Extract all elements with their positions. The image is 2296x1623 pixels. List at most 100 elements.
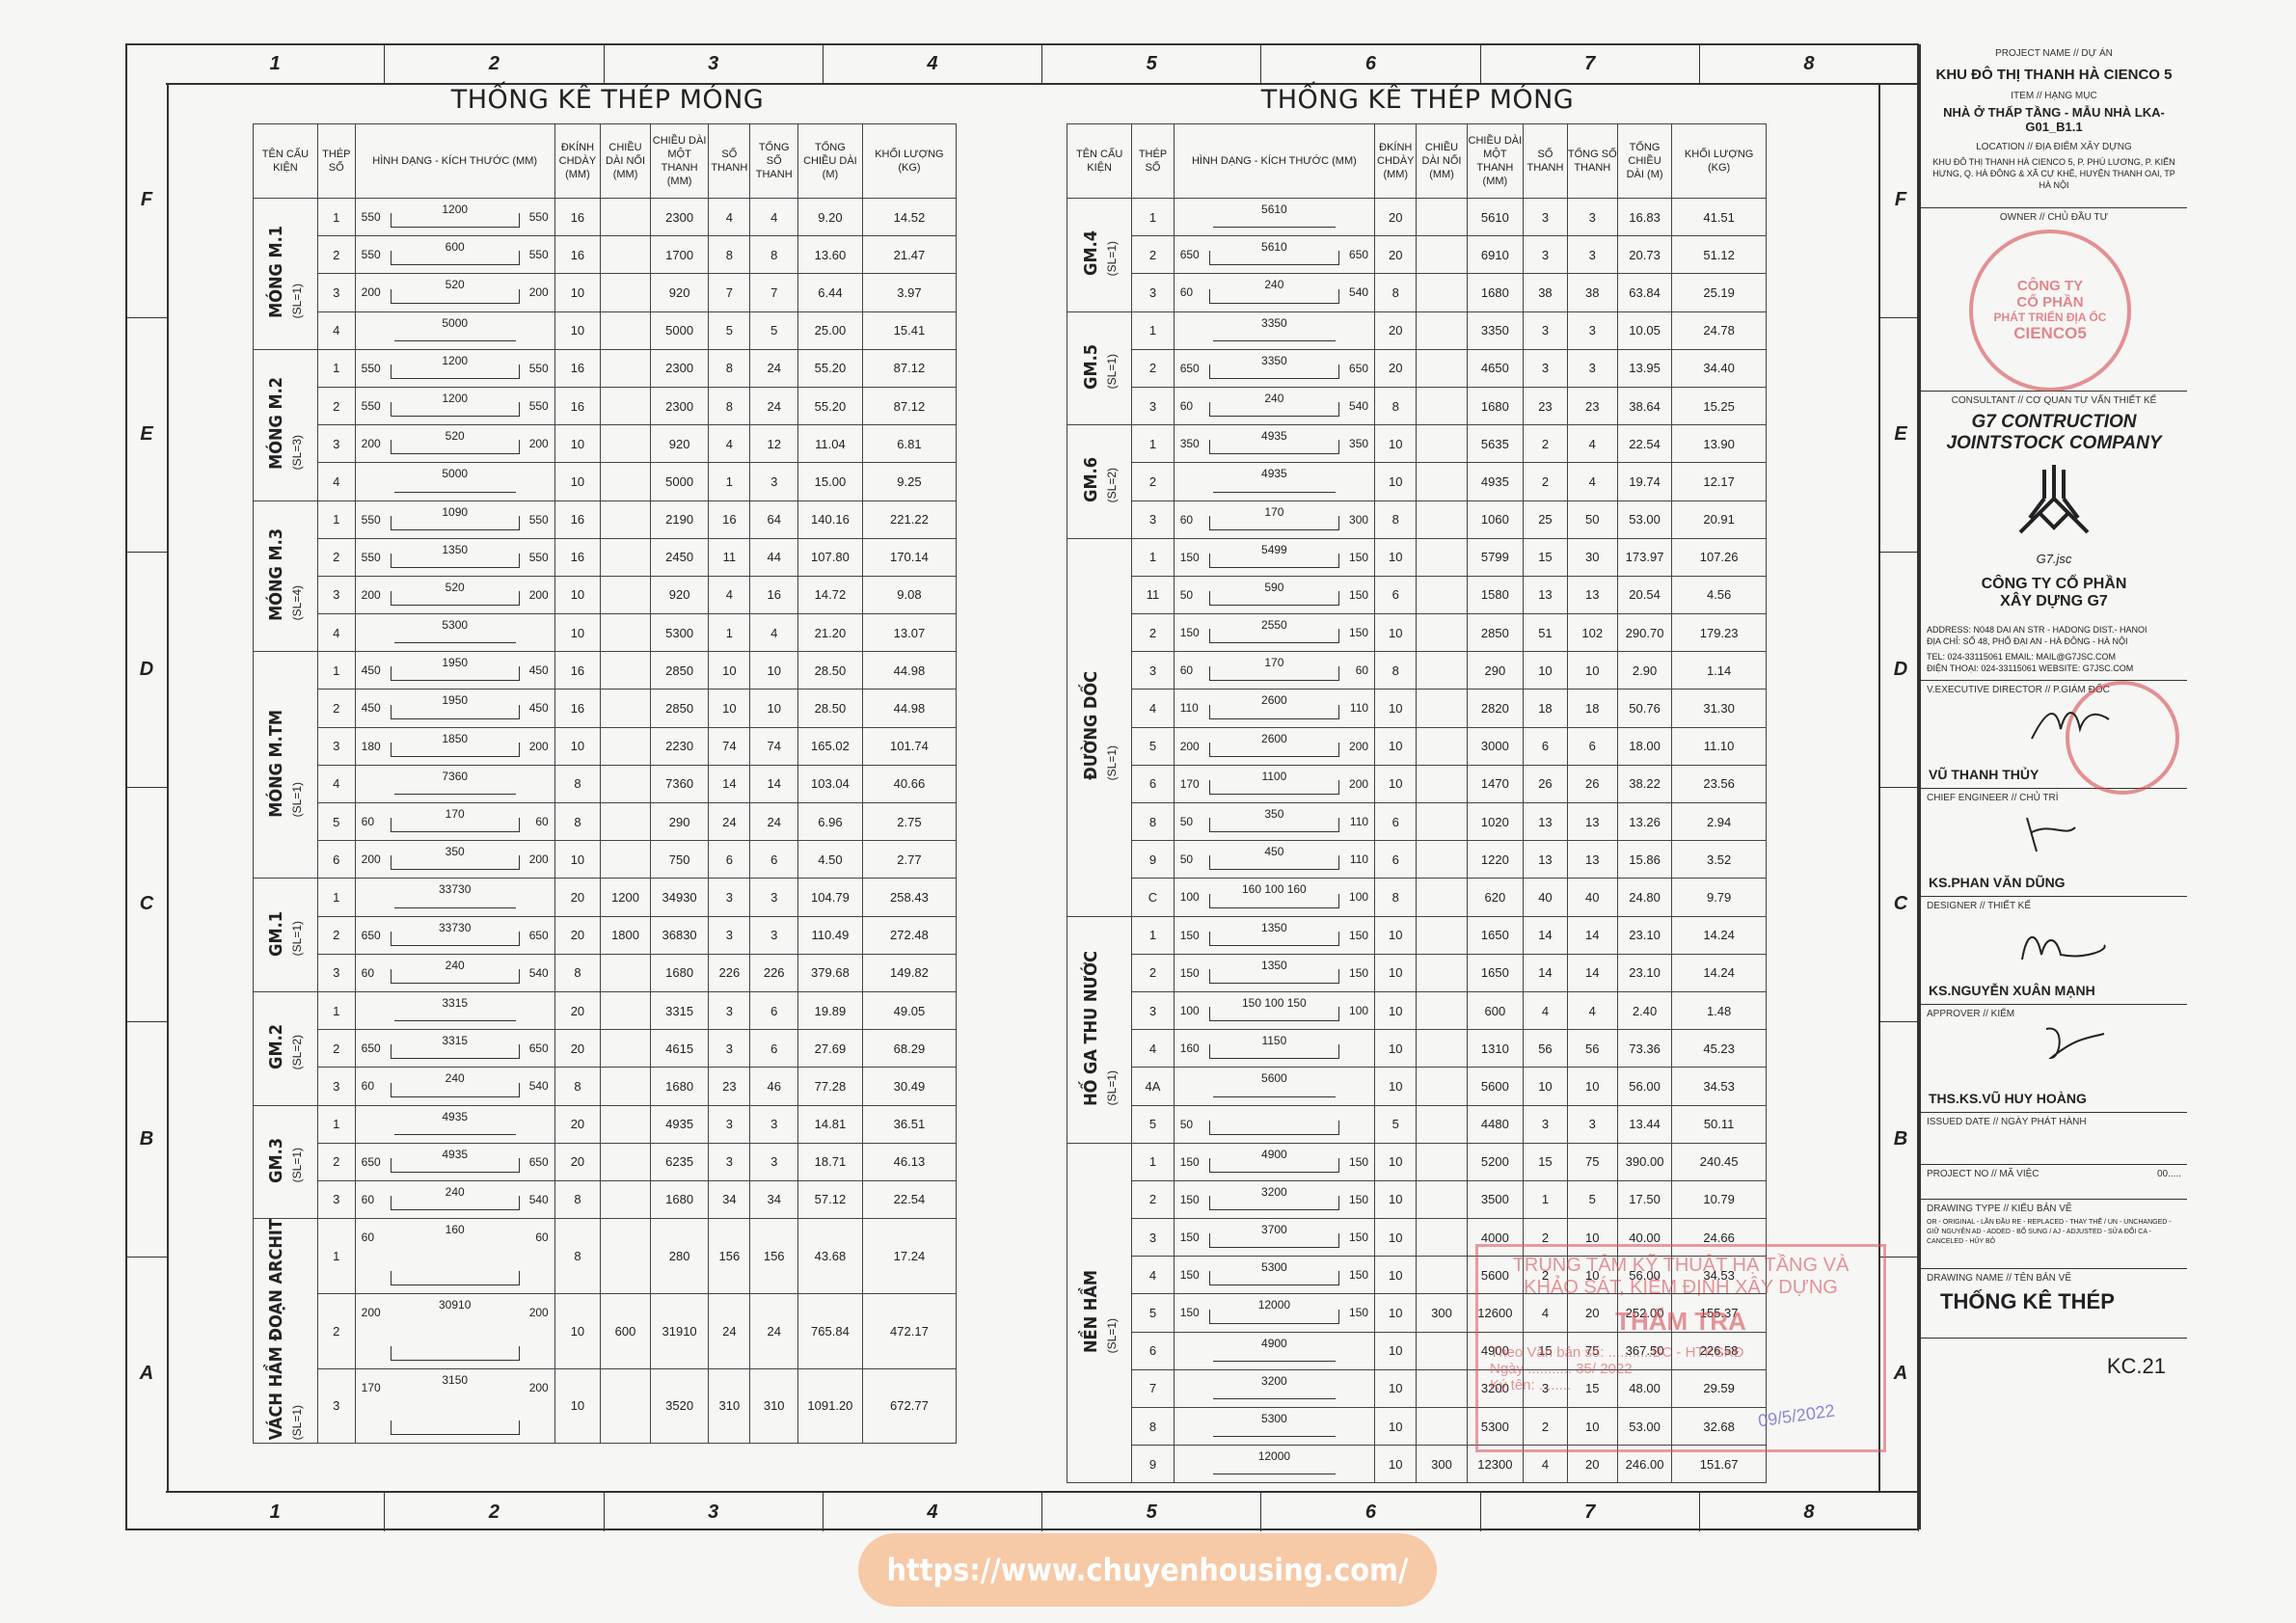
- cell-value: 23: [1523, 386, 1568, 426]
- shape-bent-bar: [1208, 893, 1340, 908]
- cell-value: 8: [1374, 651, 1418, 690]
- shape-main-dim: 1100: [1261, 769, 1287, 783]
- shape-right-dim: 540: [528, 1079, 549, 1094]
- cell-value: [1416, 273, 1468, 312]
- shape-main-dim: 600: [445, 240, 465, 255]
- member-name: VÁCH HẦM ĐOẠN ARCHIT: [266, 1219, 287, 1441]
- shape-right-dim: 60: [535, 815, 549, 828]
- shape-bent-bar: [1208, 704, 1340, 719]
- shape-left-dim: 650: [1179, 361, 1200, 375]
- shape-right-dim: 100: [1349, 890, 1369, 905]
- cell-value: 1680: [649, 1067, 710, 1106]
- cell-value: [1416, 1331, 1468, 1370]
- shape-main-dim: 2600: [1261, 731, 1287, 745]
- cell-value: 290.70: [1616, 613, 1673, 653]
- bar-shape: 4935: [1173, 462, 1376, 501]
- watermark-link[interactable]: https://www.chuyenhousing.com/: [886, 1552, 1409, 1588]
- shape-right-dim: 150: [1349, 1231, 1369, 1245]
- bar-number: 1: [1131, 1142, 1175, 1181]
- approver-label: APPROVER // KIỂM: [1927, 1009, 2015, 1019]
- shape-main-dim: 240: [445, 958, 465, 972]
- shape-main-dim: 1850: [442, 731, 469, 745]
- member-name-cell: GM.1(SL=1): [253, 878, 318, 992]
- cell-value: 310: [749, 1367, 798, 1445]
- tb-projno: PROJECT NO // MÃ VIỆC 00.....: [1921, 1165, 2187, 1200]
- cell-value: 15.86: [1616, 840, 1673, 879]
- location-text: KHU ĐÔ THỊ THANH HÀ CIENCO 5, P. PHÚ LƯƠ…: [1932, 157, 2175, 190]
- shape-right-dim: 110: [1349, 815, 1369, 828]
- cell-value: 10: [554, 575, 602, 615]
- column-marker: 7: [1481, 44, 1700, 83]
- shape-bent-bar: [390, 1157, 520, 1173]
- cell-value: 13: [1523, 801, 1568, 842]
- watermark-banner[interactable]: https://www.chuyenhousing.com/: [858, 1533, 1437, 1607]
- review-line4: Theo Văn bản số: ...........BC - HTKSKĐ: [1490, 1344, 1744, 1361]
- member-name: MÓNG M.1: [266, 226, 287, 319]
- cell-value: 221.22: [861, 500, 958, 539]
- shape-bent-bar: [1208, 364, 1340, 379]
- company-line-1: CÔNG TY CỔ PHẦN: [1981, 576, 2127, 592]
- cell-value: [600, 462, 651, 501]
- column-header: CHIỀU DÀI NỐI (MM): [1416, 123, 1468, 199]
- shape-bent-bar: [1208, 629, 1340, 644]
- cell-value: [1416, 1142, 1468, 1181]
- shape-main-dim: 1200: [442, 353, 469, 367]
- cell-value: 367.50: [1616, 1331, 1673, 1370]
- cell-value: 17.24: [861, 1218, 958, 1294]
- cell-value: 379.68: [797, 953, 863, 992]
- shape-left-dim: 650: [361, 1041, 381, 1056]
- cell-value: [1416, 726, 1468, 766]
- cell-value: 9.79: [1671, 878, 1767, 917]
- chief-signature-icon: [2026, 817, 2076, 852]
- cell-value: 15: [1523, 537, 1568, 577]
- stamp-line: CIENCO5: [2013, 324, 2087, 342]
- shape-right-dim: 540: [528, 1192, 549, 1206]
- row-marker: C: [126, 788, 167, 1022]
- shape-left-dim: 550: [361, 512, 381, 527]
- cell-value: 101.74: [861, 726, 958, 766]
- cell-value: 10: [554, 840, 602, 879]
- bar-number: 8: [1131, 801, 1175, 842]
- shape-right-dim: 200: [528, 1305, 549, 1319]
- approver-name: THS.KS.VŨ HUY HOÀNG: [1929, 1091, 2087, 1106]
- shape-main-dim: 150 100 150: [1242, 995, 1307, 1010]
- cell-value: [1416, 1067, 1468, 1106]
- cell-value: [600, 1142, 651, 1181]
- cell-value: 11: [708, 537, 751, 577]
- drawing-name: THỐNG KÊ THÉP: [1940, 1289, 2115, 1313]
- bar-number: 2: [316, 915, 356, 955]
- shape-main-dim: 240: [445, 1071, 465, 1086]
- cell-value: 16: [554, 197, 602, 237]
- shape-main-dim: 5000: [442, 315, 469, 330]
- shape-bent-bar: [1208, 288, 1340, 304]
- cell-value: 11.04: [797, 424, 863, 464]
- review-line6: Ký tên: ........: [1490, 1377, 1572, 1393]
- cell-value: [600, 651, 651, 690]
- shape-main-dim: 4935: [1261, 467, 1287, 481]
- cell-value: 22.54: [861, 1179, 958, 1220]
- tb-consultant: CONSULTANT // CƠ QUAN TƯ VẤN THIẾT KẾ G7…: [1921, 392, 2187, 681]
- cell-value: 50.11: [1671, 1104, 1767, 1144]
- shape-bent-bar: [390, 1196, 520, 1211]
- shape-left-dim: 150: [1179, 1192, 1200, 1206]
- shape-main-dim: 1200: [442, 203, 469, 216]
- cell-value: 5000: [649, 311, 710, 350]
- bar-number: 3: [1131, 651, 1175, 690]
- bar-number: 6: [1131, 1331, 1175, 1370]
- column-marker: 2: [385, 44, 605, 83]
- shape-left-dim: 650: [1179, 248, 1200, 262]
- cell-value: 5300: [649, 613, 710, 653]
- cell-value: 20: [554, 990, 602, 1031]
- bar-number: 2: [316, 537, 356, 577]
- cell-value: 75: [1566, 1142, 1618, 1181]
- bar-number: 1: [1131, 424, 1175, 464]
- cell-value: 10: [554, 726, 602, 766]
- shape-bent-bar: [390, 213, 520, 229]
- cell-value: 53.00: [1616, 500, 1673, 539]
- cell-value: [600, 386, 651, 426]
